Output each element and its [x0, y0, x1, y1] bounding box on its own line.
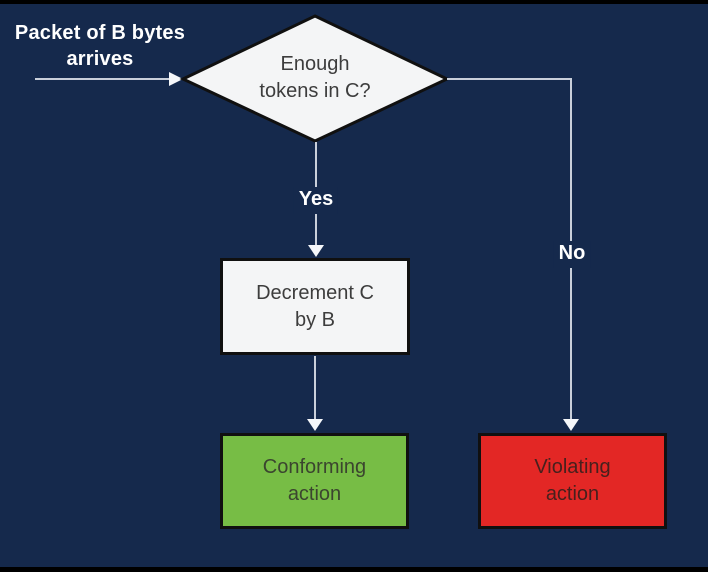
decision-label-line2: tokens in C? [259, 80, 371, 102]
conforming-box: Conforming action [220, 433, 409, 529]
process-box-line2: by B [294, 308, 336, 331]
decision-label-line1: Enough [280, 53, 350, 75]
frame-top-bar [0, 0, 708, 4]
process-box: Decrement C by B [220, 258, 410, 355]
start-label-line2: arrives [66, 48, 134, 70]
edge-label-yes: Yes [293, 187, 339, 214]
violating-box: Violating action [478, 433, 667, 529]
decision-diamond-shape [179, 14, 451, 143]
conforming-box-line1: Conforming [262, 456, 367, 478]
edge-label-no: No [553, 241, 591, 268]
arrowhead-conforming-icon [307, 419, 323, 431]
start-label-line1: Packet of B bytes [14, 22, 186, 44]
violating-box-line1: Violating [534, 456, 611, 478]
violating-box-line2: action [545, 483, 600, 505]
edge-no-line [447, 78, 572, 420]
arrowhead-right-icon [169, 72, 183, 86]
decision-label: Enough tokens in C? [215, 51, 415, 105]
process-box-line1: Decrement C [256, 281, 374, 304]
conforming-box-line2: action [287, 483, 342, 505]
frame-bottom-bar [0, 567, 708, 572]
arrowhead-no-icon [563, 419, 579, 431]
arrowhead-yes-icon [308, 245, 324, 257]
start-label: Packet of B bytes arrives [8, 20, 192, 72]
